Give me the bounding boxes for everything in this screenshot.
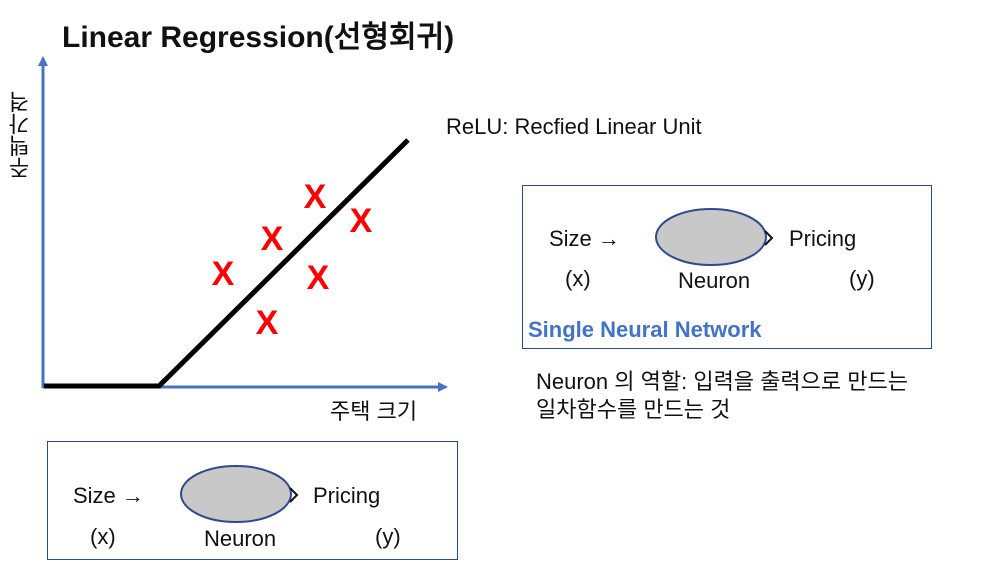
- neuron-box: Size → Pricing (x) Neuron (y): [47, 441, 458, 560]
- output-label: Pricing: [789, 226, 857, 251]
- output-variable: (y): [849, 266, 875, 291]
- x-axis-label: 주택 크기: [330, 399, 418, 424]
- relu-label: ReLU: Recfied Linear Unit: [446, 114, 702, 139]
- neuron-label: Neuron: [204, 526, 277, 551]
- data-point-marker: X: [304, 178, 327, 216]
- neuron-ellipse-icon: [655, 208, 774, 266]
- neuron-ellipse-icon: [180, 465, 299, 523]
- box-caption: Single Neural Network: [528, 317, 762, 342]
- input-label: Size →: [549, 226, 620, 251]
- neuron-label: Neuron: [678, 268, 751, 293]
- input-variable: (x): [565, 266, 591, 291]
- note-line-1: Neuron 의 역할: 입력을 출력으로 만드는: [536, 369, 908, 394]
- single-neural-network-box: Size → Pricing (x) Neuron (y) Single Neu…: [522, 185, 932, 349]
- data-point-marker: X: [350, 202, 373, 240]
- note-line-2: 일차함수를 만드는 것: [536, 397, 731, 422]
- output-variable: (y): [375, 524, 401, 549]
- neuron-role-note: Neuron 의 역할: 입력을 출력으로 만드는 일차함수를 만드는 것: [536, 368, 908, 424]
- data-point-marker: X: [256, 304, 279, 342]
- relu-line: [44, 138, 410, 389]
- page-title: Linear Regression(선형회귀): [62, 21, 455, 54]
- data-point-marker: X: [261, 220, 284, 258]
- data-markers: X X X X X X: [212, 178, 373, 342]
- data-point-marker: X: [212, 255, 235, 293]
- input-label: Size →: [73, 483, 144, 508]
- y-axis-label: 주택가격: [8, 91, 33, 179]
- output-label: Pricing: [313, 483, 381, 508]
- input-variable: (x): [90, 524, 116, 549]
- data-point-marker: X: [307, 259, 330, 297]
